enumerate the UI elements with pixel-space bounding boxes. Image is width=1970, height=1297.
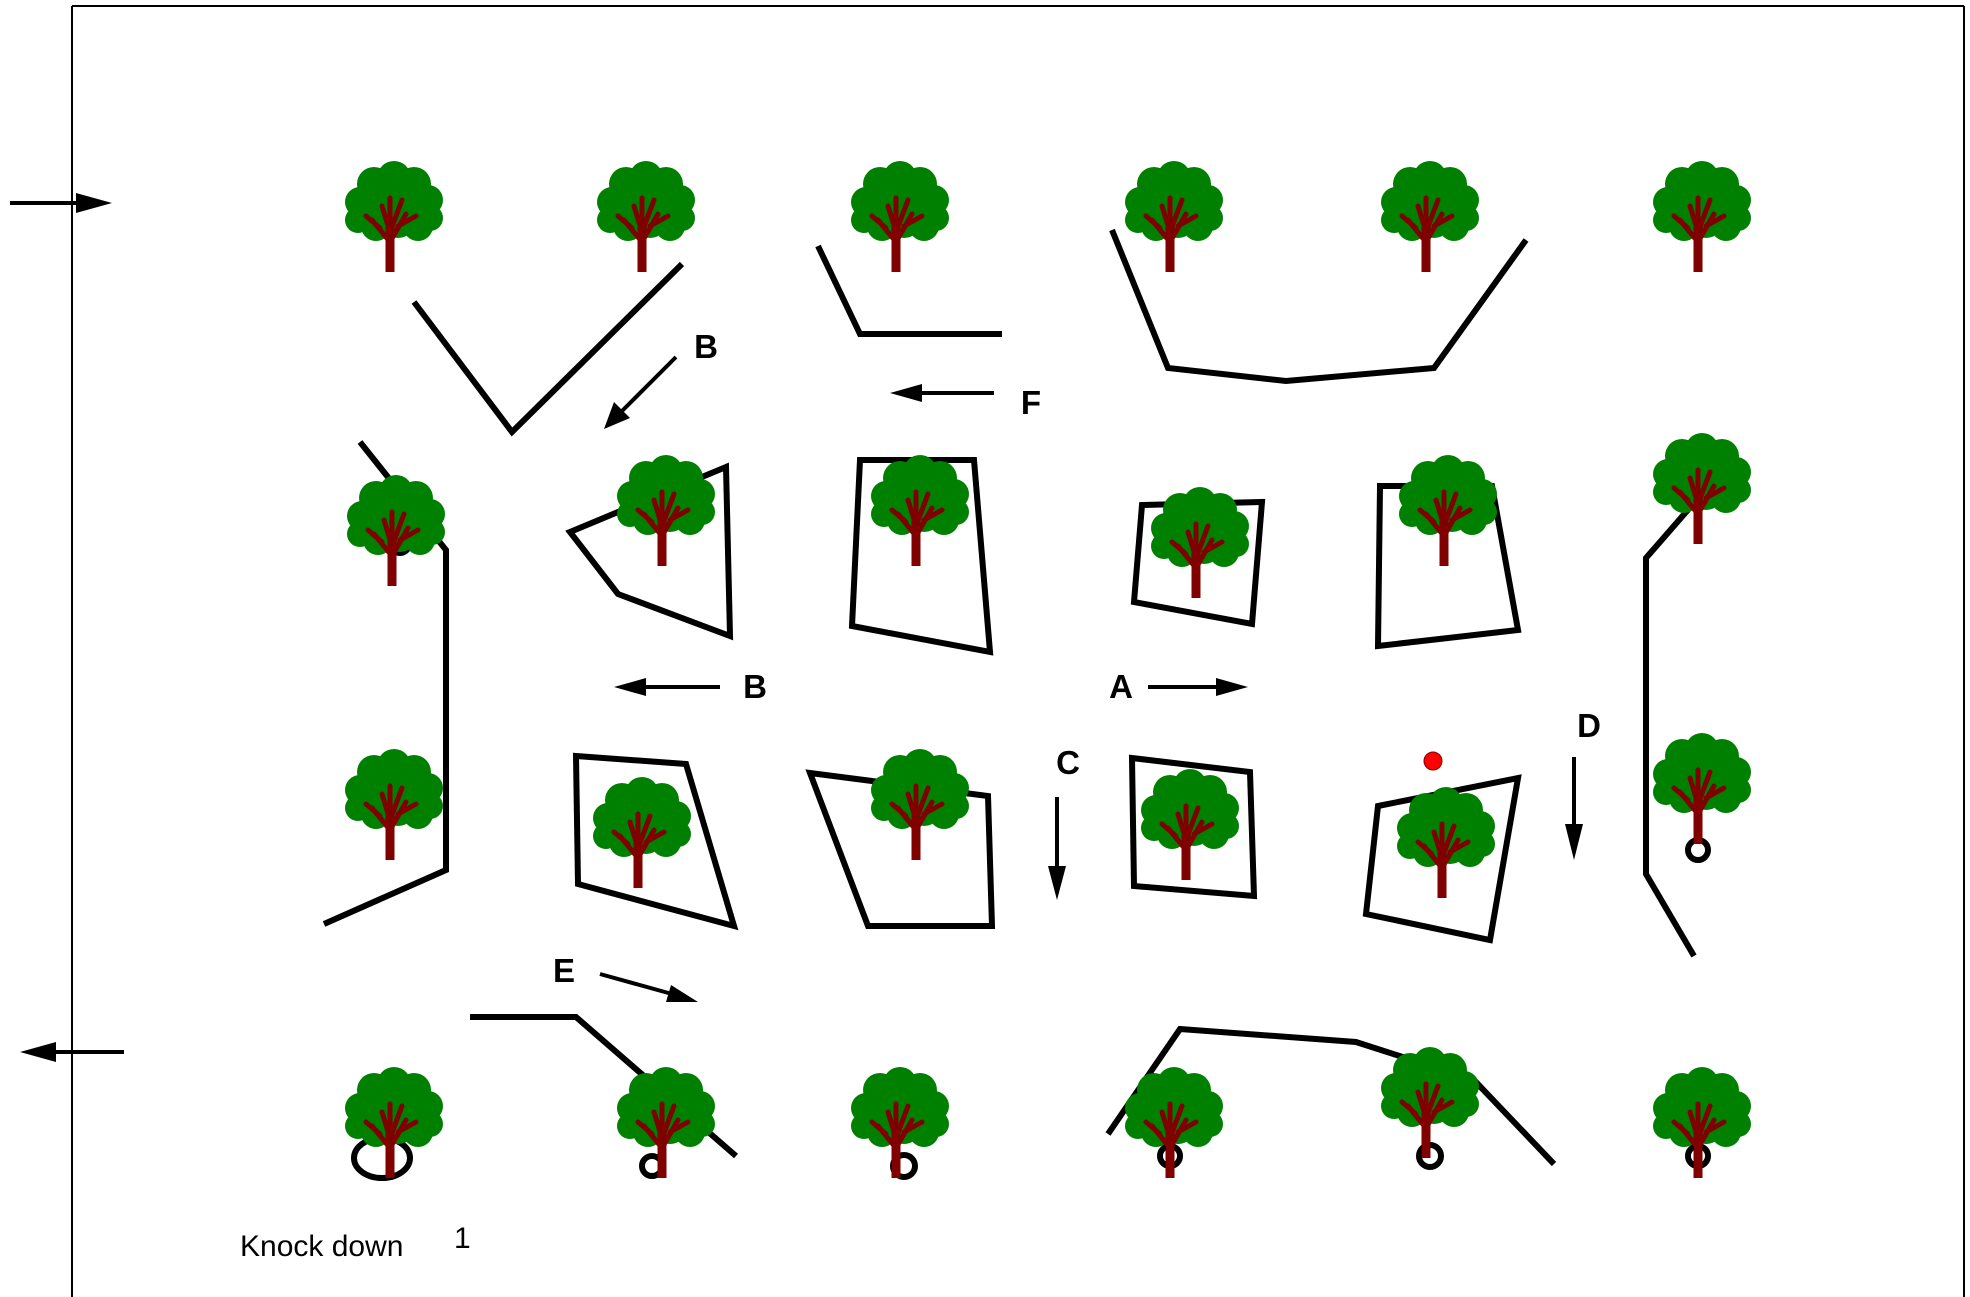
arrow-b-middle [614, 678, 720, 696]
tree-icon [1381, 1047, 1479, 1158]
label-e: E [553, 952, 575, 989]
box-row3-4 [1362, 774, 1522, 944]
path-bottom-right [1105, 1025, 1557, 1167]
tree-icon [1653, 161, 1751, 272]
box-row3-3 [1128, 754, 1258, 900]
path-right-wall [1643, 494, 1703, 958]
tree-icon [345, 749, 443, 860]
footer-number: 1 [454, 1222, 471, 1255]
tree-icon [345, 161, 443, 272]
arrow-b-upper [604, 355, 678, 429]
label-b-upper: B [694, 328, 718, 365]
tree-icon [1653, 1067, 1751, 1178]
footer-caption: Knock down [240, 1230, 403, 1263]
tree-icon [617, 455, 715, 566]
tree-icon [851, 1067, 949, 1178]
path-row1-bowl [1109, 228, 1529, 385]
entry-arrow [10, 193, 112, 213]
tree-icon [851, 161, 949, 272]
arrow-d [1565, 757, 1583, 860]
path-row1-hook [815, 244, 1002, 337]
label-b-middle: B [743, 668, 767, 705]
tree-icon [1397, 787, 1495, 898]
tree-icon [1125, 161, 1223, 272]
red-dot-icon [1423, 751, 1443, 771]
arrow-e [599, 972, 698, 1002]
tree-icon [1151, 487, 1249, 598]
label-d: D [1577, 707, 1601, 744]
exit-arrow [20, 1042, 124, 1062]
label-f: F [1021, 384, 1041, 421]
label-a: A [1109, 668, 1133, 705]
tree-icon [871, 749, 969, 860]
label-c: C [1056, 744, 1080, 781]
box-row2-2 [848, 457, 994, 656]
tree-icon [597, 161, 695, 272]
box-row3-1 [572, 752, 739, 931]
tree-icon [1125, 1067, 1223, 1178]
arrow-f [890, 384, 994, 402]
path-row1-v [411, 261, 685, 437]
tree-icon [1653, 733, 1751, 844]
tree-icon [593, 777, 691, 888]
tree-icon [347, 475, 445, 586]
tree-icon [1399, 455, 1497, 566]
tree-icon [1141, 769, 1239, 880]
arrow-c [1048, 797, 1066, 900]
tree-icon [1381, 161, 1479, 272]
arrow-a [1148, 678, 1248, 696]
tree-icon [1653, 433, 1751, 544]
tree-icon [871, 455, 969, 566]
tree-icon [617, 1067, 715, 1178]
tree-icon [345, 1067, 443, 1178]
